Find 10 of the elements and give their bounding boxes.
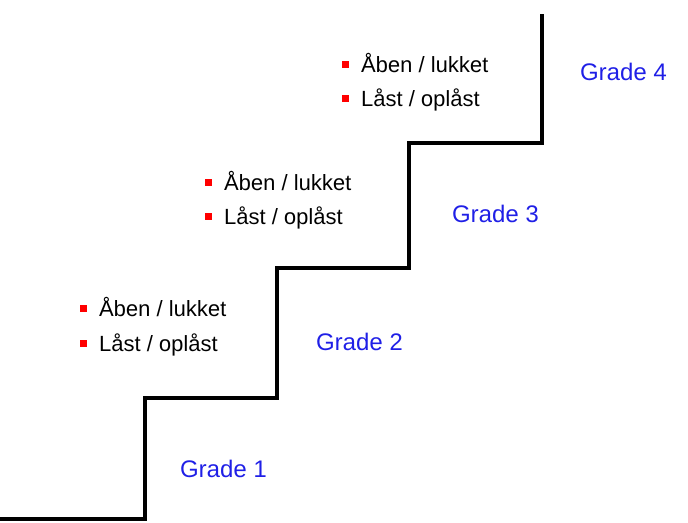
bullet-item: Åben / lukket bbox=[80, 297, 226, 321]
step-label: Grade 4 bbox=[580, 61, 667, 85]
bullet-item: Låst / oplåst bbox=[342, 87, 480, 111]
bullet-item: Åben / lukket bbox=[205, 171, 352, 195]
bullet-item: Låst / oplåst bbox=[205, 205, 343, 229]
bullet-item: Åben / lukket bbox=[342, 53, 488, 77]
step-label: Grade 2 bbox=[316, 331, 403, 355]
step-label: Grade 1 bbox=[180, 458, 267, 482]
bullet-item: Låst / oplåst bbox=[80, 332, 218, 356]
step-label: Grade 3 bbox=[452, 203, 539, 227]
